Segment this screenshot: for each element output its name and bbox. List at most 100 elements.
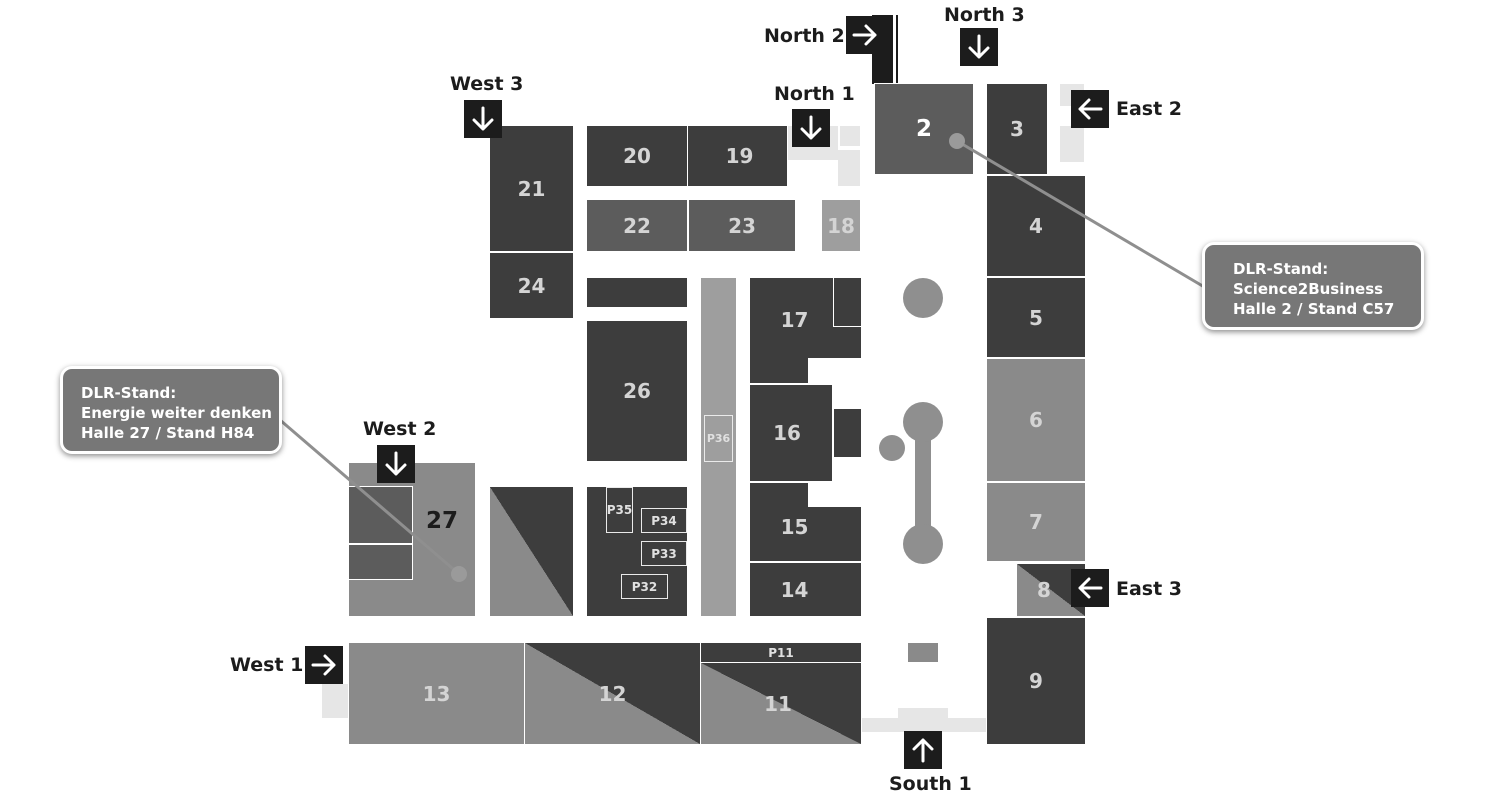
leader-line-hall2 — [956, 139, 1207, 290]
hall-3[interactable]: 3 — [986, 83, 1048, 175]
hall-20[interactable]: 20 — [586, 125, 688, 187]
hall-26[interactable]: 26 — [586, 320, 688, 462]
hall-27-section-a[interactable] — [348, 486, 413, 544]
hall-24[interactable]: 24 — [489, 252, 574, 319]
callout-energie-line3: Halle 27 / Stand H84 — [81, 424, 255, 442]
hall-13[interactable]: 13 — [348, 642, 525, 745]
hall-24-label: 24 — [517, 273, 546, 298]
hall-15-label: 15 — [780, 515, 809, 540]
hall-13-label: 13 — [422, 681, 451, 706]
north2-door-gap — [893, 15, 896, 83]
ghost-block-south-mid — [898, 708, 948, 732]
hall-4[interactable]: 4 — [986, 175, 1086, 277]
hall-17-annex[interactable] — [833, 277, 862, 327]
hall-11[interactable]: 11 — [700, 662, 862, 745]
hall-19-label: 19 — [725, 144, 754, 168]
hall-15[interactable]: 15 — [749, 482, 862, 562]
hall-p-block[interactable] — [586, 486, 688, 617]
hall-7[interactable]: 7 — [986, 482, 1086, 562]
hall-diagonal-block[interactable] — [489, 486, 574, 617]
entrance-north2-marker[interactable] — [846, 16, 884, 54]
callout-energie-line1: DLR-Stand: — [81, 384, 177, 402]
hall-2[interactable]: 2 — [874, 83, 974, 175]
hall27-stand-marker — [451, 566, 467, 582]
hall-16-annex[interactable] — [833, 408, 862, 458]
ghost-block-north1-c — [838, 150, 860, 186]
plaza-bar — [915, 422, 931, 542]
pavilion-p36-strip[interactable] — [700, 277, 737, 617]
hall-14[interactable]: 14 — [749, 562, 862, 617]
hall-22[interactable]: 22 — [586, 199, 688, 252]
plaza-decoration — [879, 278, 943, 564]
hall-23[interactable]: 23 — [688, 199, 796, 252]
hall-5[interactable]: 5 — [986, 277, 1086, 358]
hall-2-label: 2 — [915, 116, 932, 142]
arrow-right-icon — [311, 654, 336, 676]
entrance-north2-label: North 2 — [764, 25, 845, 47]
hall2-stand-marker — [949, 133, 965, 149]
hall-12-label: 12 — [598, 681, 627, 706]
entrance-north3-marker[interactable] — [960, 28, 998, 66]
entrance-north1-marker[interactable] — [792, 109, 830, 147]
arrow-down-icon — [800, 115, 822, 140]
callout-science2business[interactable]: DLR-Stand: Science2Business Halle 2 / St… — [1202, 242, 1424, 330]
hall-20-label: 20 — [623, 144, 651, 168]
entrance-north3-label: North 3 — [944, 4, 1025, 26]
leader-line-hall27 — [279, 418, 460, 576]
hall-16[interactable]: 16 — [749, 384, 833, 482]
entrance-east3-label: East 3 — [1116, 578, 1183, 600]
plaza-dot-small — [879, 435, 905, 461]
arrow-down-icon — [385, 451, 407, 476]
ghost-block-south-left — [862, 718, 898, 732]
entrance-north1-label: North 1 — [774, 83, 855, 105]
pavilion-p34[interactable]: P34 — [641, 508, 687, 533]
hall-9-label: 9 — [1029, 669, 1043, 693]
entrance-west3-marker[interactable] — [464, 100, 502, 138]
hall-8-label: 8 — [1037, 578, 1051, 602]
hall-21[interactable]: 21 — [489, 125, 574, 252]
pavilion-p36-label: P36 — [706, 432, 731, 445]
pavilion-p33[interactable]: P33 — [641, 541, 687, 566]
hall-22-label: 22 — [623, 213, 651, 238]
plaza-dot-upper — [903, 402, 943, 442]
arrow-right-icon — [852, 24, 877, 46]
callout-s2b-line3: Halle 2 / Stand C57 — [1233, 300, 1395, 318]
ghost-block-west1 — [322, 684, 348, 718]
entrance-west2-marker[interactable] — [377, 445, 415, 483]
hall-18[interactable]: 18 — [821, 199, 861, 252]
hall-9[interactable]: 9 — [986, 617, 1086, 745]
hall-15-notch — [808, 483, 862, 507]
pavilion-p34-label: P34 — [651, 513, 677, 528]
hall-27-section-b[interactable] — [348, 544, 413, 580]
pavilion-p11-label: P11 — [768, 645, 794, 660]
entrance-south1-label: South 1 — [889, 773, 972, 795]
hall-4-label: 4 — [1029, 214, 1043, 238]
pavilion-p35[interactable]: P35 — [606, 487, 633, 533]
hall-25[interactable] — [586, 277, 688, 308]
callout-energie[interactable]: DLR-Stand: Energie weiter denken Halle 2… — [60, 366, 282, 454]
hall-16-label: 16 — [773, 421, 801, 445]
arrow-down-icon — [968, 34, 990, 59]
entrance-east2-marker[interactable] — [1071, 90, 1109, 128]
hall-18-label: 18 — [827, 213, 855, 238]
hall-12[interactable]: 12 — [524, 642, 701, 745]
hall-6[interactable]: 6 — [986, 358, 1086, 482]
pavilion-p32[interactable]: P32 — [621, 574, 668, 599]
pavilion-p36[interactable]: P36 — [704, 415, 733, 462]
small-kiosk — [908, 643, 938, 662]
hall-14-label: 14 — [780, 577, 809, 602]
hall-19[interactable]: 19 — [688, 125, 788, 187]
entrance-west1-label: West 1 — [230, 654, 304, 676]
ghost-block-south-right — [948, 718, 986, 732]
entrance-south1-marker[interactable] — [904, 731, 942, 769]
hall-3-label: 3 — [1010, 117, 1024, 141]
pavilion-p11[interactable]: P11 — [700, 642, 862, 663]
entrance-east3-marker[interactable] — [1071, 569, 1109, 607]
hall-11-label: 11 — [764, 691, 792, 716]
callout-energie-line2: Energie weiter denken — [81, 404, 272, 422]
entrance-west1-marker[interactable] — [305, 646, 343, 684]
hall-21-label: 21 — [517, 176, 546, 201]
ghost-block-north1-b — [840, 126, 860, 146]
pavilion-p35-label: P35 — [606, 503, 633, 517]
